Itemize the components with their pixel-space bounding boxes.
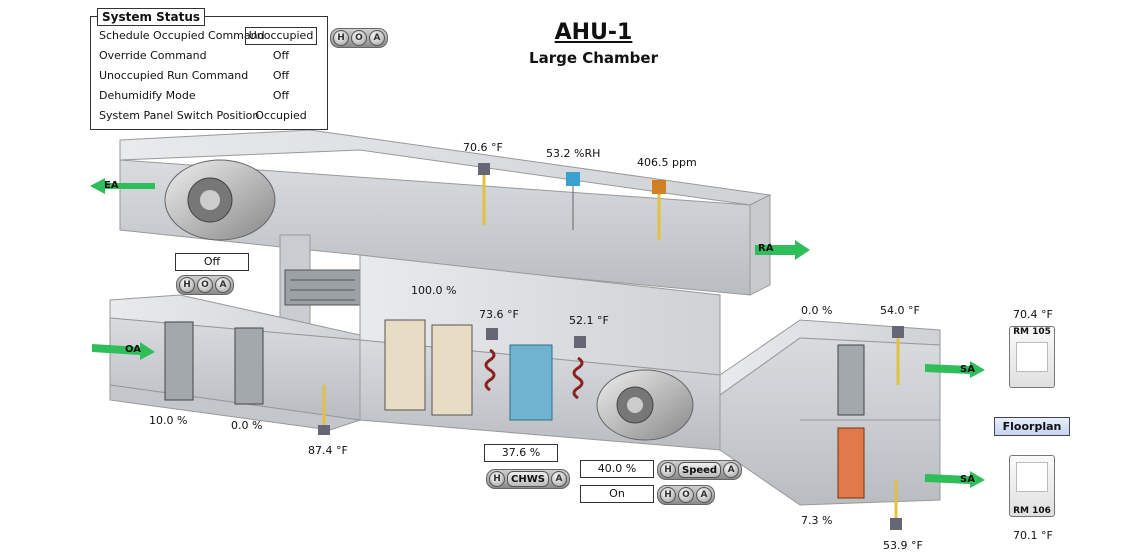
supply-lower-temp-value[interactable]: 53.9 °F — [883, 539, 923, 552]
hoa-hand-button[interactable]: H — [660, 462, 676, 478]
supply-fan-status[interactable]: On — [580, 485, 654, 503]
mixed-temp-sensor — [486, 328, 498, 340]
thermostat-icon — [1016, 462, 1048, 492]
hoa-off-button[interactable]: O — [351, 30, 367, 46]
filter-1 — [384, 319, 426, 411]
page-title: AHU-1 — [554, 20, 633, 45]
supply-upper-damper-value[interactable]: 0.0 % — [801, 304, 833, 317]
ra-arrow — [755, 240, 810, 260]
heating-coil-1 — [484, 348, 496, 392]
supply-fan-speed[interactable]: 40.0 % — [580, 460, 654, 478]
sa-arrow-2 — [925, 471, 985, 488]
ra-co2-sensor — [652, 180, 666, 194]
exhaust-fan-status[interactable]: Off — [175, 253, 249, 271]
page-subtitle: Large Chamber — [529, 49, 658, 67]
status-label-dehumidify: Dehumidify Mode — [99, 89, 196, 102]
thermostat-icon — [1016, 342, 1048, 372]
supply-lower-damper-value[interactable]: 7.3 % — [801, 514, 833, 527]
ra-label: RA — [758, 243, 774, 254]
room-106-name: RM 106 — [1013, 506, 1051, 516]
hoa-auto-button[interactable]: A — [723, 462, 740, 478]
page-header: AHU-1 Large Chamber — [0, 20, 1140, 67]
system-status-title: System Status — [97, 8, 206, 26]
supply-upper-temp-value[interactable]: 54.0 °F — [880, 304, 920, 317]
discharge-temp-sensor — [574, 336, 586, 348]
oa-damper-2 — [234, 327, 264, 405]
ra-humidity-sensor — [566, 172, 580, 186]
heating-coil-2 — [572, 356, 584, 400]
supply-coil-lower — [837, 427, 865, 499]
sa-arrow-1 — [925, 361, 985, 378]
ea-label: EA — [104, 180, 119, 191]
ra-co2-value[interactable]: 406.5 ppm — [637, 156, 697, 169]
outside-temp-value[interactable]: 87.4 °F — [308, 444, 348, 457]
mixed-temp-value[interactable]: 73.6 °F — [479, 308, 519, 321]
hoa-hand-button[interactable]: H — [333, 30, 349, 46]
status-label-panel-switch: System Panel Switch Position — [99, 109, 260, 122]
oa-damper2-value[interactable]: 0.0 % — [231, 419, 263, 432]
sa-lower-temp-sensor — [890, 518, 902, 530]
return-damper — [284, 269, 361, 306]
exhaust-fan-hoa[interactable]: H O A — [176, 275, 234, 295]
hoa-hand-button[interactable]: H — [660, 487, 676, 503]
hoa-auto-button[interactable]: A — [369, 30, 385, 46]
hoa-hand-button[interactable]: H — [179, 277, 195, 293]
schedule-hoa-control[interactable]: H O A — [330, 28, 388, 48]
chws-label: CHWS — [507, 471, 549, 487]
status-label-override: Override Command — [99, 49, 207, 62]
dehumidify-mode-value[interactable]: Off — [272, 89, 290, 102]
supply-fan-hoa[interactable]: H O A — [657, 485, 715, 505]
floorplan-button[interactable]: Floorplan — [994, 417, 1070, 436]
ra-temp-value[interactable]: 70.6 °F — [463, 141, 503, 154]
speed-label: Speed — [678, 462, 722, 478]
hoa-off-button[interactable]: O — [197, 277, 213, 293]
oa-temp-sensor — [318, 425, 330, 435]
oa-label: OA — [125, 344, 141, 355]
sa-upper-temp-sensor — [892, 326, 904, 338]
room-106-thermostat[interactable]: RM 106 — [1009, 455, 1055, 517]
ra-humidity-value[interactable]: 53.2 %RH — [546, 147, 601, 160]
discharge-temp-value[interactable]: 52.1 °F — [569, 314, 609, 327]
filter-2 — [431, 324, 473, 416]
oa-damper — [164, 321, 194, 401]
chws-hoa-control[interactable]: H CHWS A — [486, 469, 570, 489]
unoccupied-run-value[interactable]: Off — [272, 69, 290, 82]
ra-temp-sensor — [478, 163, 490, 175]
hoa-hand-button[interactable]: H — [489, 471, 505, 487]
sa-label-2: SA — [960, 474, 975, 485]
supply-coil-upper — [837, 344, 865, 416]
hoa-off-button[interactable]: O — [678, 487, 694, 503]
room-105-name: RM 105 — [1013, 327, 1051, 337]
room-105-thermostat[interactable]: RM 105 — [1009, 326, 1055, 388]
room-106-temp[interactable]: 70.1 °F — [1013, 529, 1053, 542]
return-damper-value[interactable]: 100.0 % — [411, 284, 457, 297]
status-label-unoccupied-run: Unoccupied Run Command — [99, 69, 249, 82]
chws-valve-value[interactable]: 37.6 % — [484, 444, 558, 462]
supply-duct-body — [719, 337, 941, 506]
oa-damper-value[interactable]: 10.0 % — [149, 414, 188, 427]
status-label-schedule: Schedule Occupied Command — [99, 29, 265, 42]
cooling-coil — [509, 344, 553, 421]
system-status-panel: System Status Schedule Occupied Command … — [90, 8, 328, 130]
schedule-occupied-value[interactable]: Unoccupied — [245, 27, 317, 45]
oa-arrow — [92, 342, 155, 360]
sa-label-1: SA — [960, 364, 975, 375]
hoa-auto-button[interactable]: A — [696, 487, 712, 503]
override-command-value[interactable]: Off — [272, 49, 290, 62]
hoa-auto-button[interactable]: A — [215, 277, 231, 293]
panel-switch-value: Occupied — [255, 109, 307, 122]
supply-fan-speed-hoa[interactable]: H Speed A — [657, 460, 743, 480]
ea-arrow — [90, 178, 155, 194]
room-105-temp[interactable]: 70.4 °F — [1013, 308, 1053, 321]
hoa-auto-button[interactable]: A — [550, 471, 567, 487]
